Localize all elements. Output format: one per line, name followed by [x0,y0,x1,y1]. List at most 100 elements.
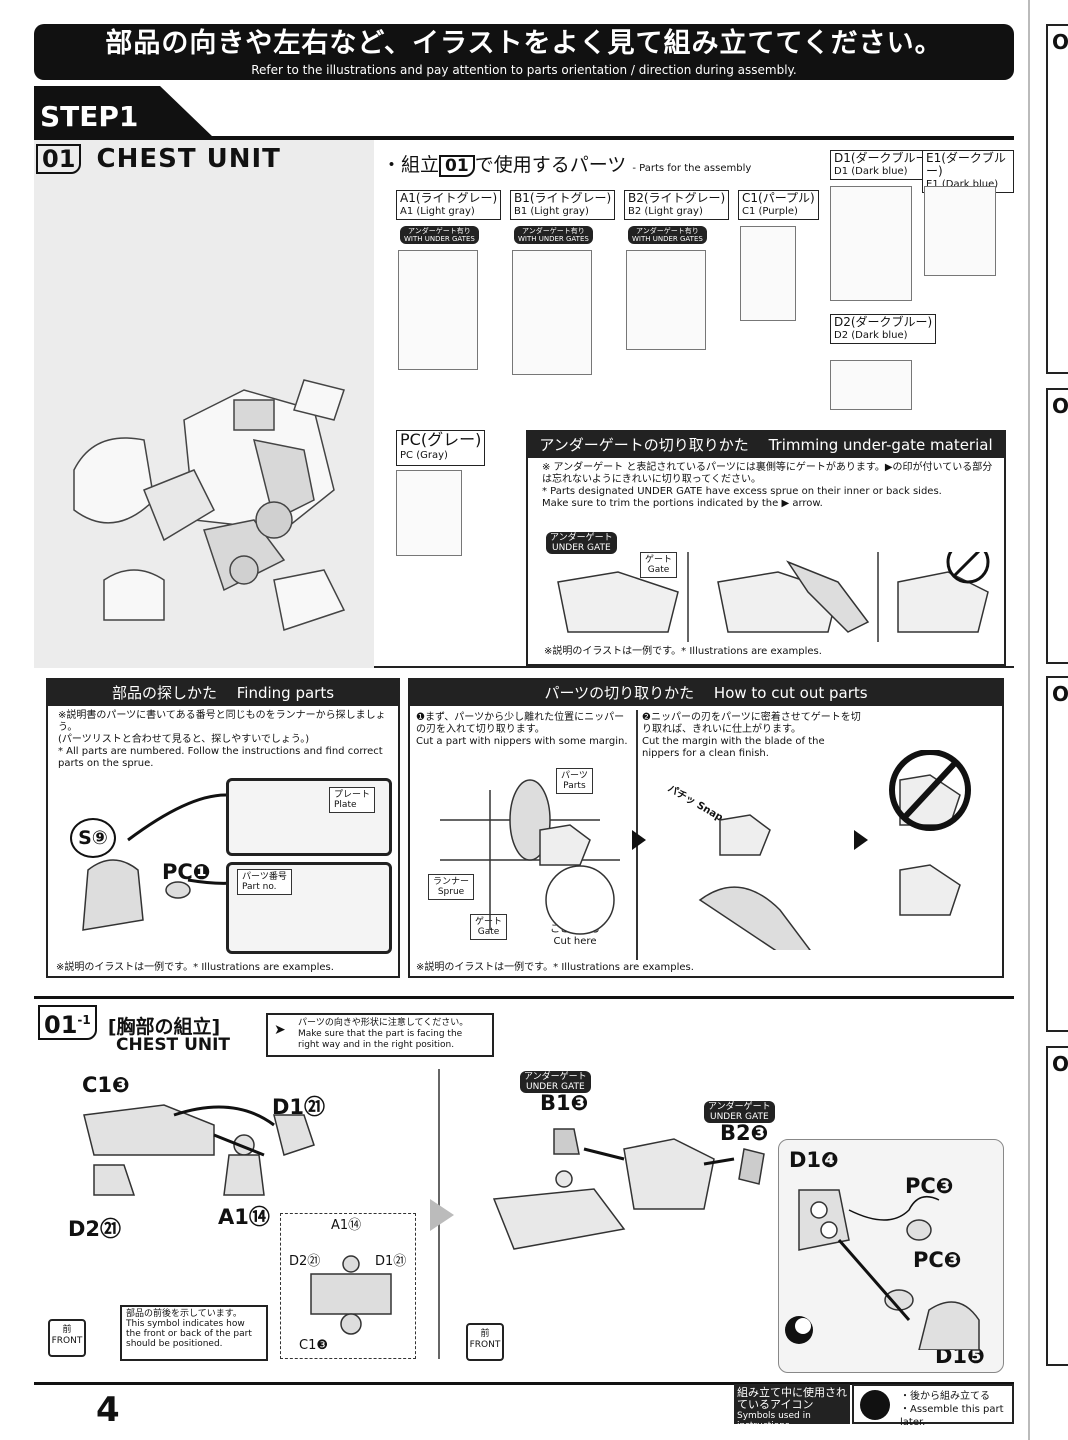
trimming-header-en: Trimming under-gate material [768,436,993,454]
finding-note-jp1: ※説明書のパーツに書いてある番号と同じものをランナーから探しましょう。 [58,710,386,733]
part-label-en: A1 (Light gray) [400,206,475,217]
part-label-a1: A1(ライトグレー) A1 (Light gray) [396,190,502,220]
finding-footnote: ※説明のイラストは一例です。* Illustrations are exampl… [56,962,334,973]
runner-en: Sprue [437,887,465,897]
cutting-header: パーツの切り取りかた How to cut out parts [410,680,1002,706]
part-label-jp: B2(ライトグレー) [628,191,726,205]
part-label-c1: C1(パープル) C1 (Purple) [738,190,819,220]
label-d1-4: D1❹ [789,1148,839,1172]
page-gutter [1028,0,1030,1440]
front-jp: 前 [62,1325,72,1335]
badge-jp: アンダーゲート [708,1102,771,1112]
step-num: 01 [44,1011,78,1039]
unit-title: CHEST UNIT [96,144,281,174]
badge-en: UNDER GATE [709,1112,769,1122]
gate-en: Gate [477,927,500,937]
sprue-b2 [626,250,706,350]
part-label-jp: D2(ダークブルー) [834,315,933,329]
parts-title-jp2: で使用するパーツ [474,154,627,176]
d1-subassembly: D1❹ PC❸ PC❸ D1❺ [778,1139,1004,1373]
step-01-1-section: 01-1 [胸部の組立] CHEST UNIT ➤ パーツの向きや形状に注意して… [34,996,1014,1380]
symbols-en: Symbols used in instructions [737,1411,811,1431]
part-label-en: B1 (Light gray) [514,206,589,217]
cut-step1-jp: ❶まず、パーツから少し離れた位置にニッパーの刃を入れて切り取ります。 [416,712,625,735]
chest-unit-illustration [73,379,346,631]
step-tab: STEP1 [34,86,214,138]
part-label-jp: C1(パープル) [742,191,815,205]
finding-header-jp: 部品の探しかた [111,684,217,702]
label-c1-3: C1❸ [82,1073,130,1097]
runner-jp: ランナー [433,877,470,887]
pc1-label: PC❶ [162,860,211,884]
sprue-d1 [830,186,912,301]
part-label-en: D1 (Dark blue) [834,166,908,177]
page-number: 4 [96,1390,120,1430]
sprue-a1 [398,250,478,370]
cuthere-en: Cut here [553,936,597,947]
inset-d2: D2㉑ [289,1254,321,1269]
label-b2-3: B2❸ [720,1121,769,1145]
partno-en: Part no. [242,882,277,892]
s9-label: S⑨ [70,818,116,858]
cut-step1: ❶まず、パーツから少し離れた位置にニッパーの刃を入れて切り取ります。 Cut a… [416,712,634,748]
inset-c1: C1❸ [299,1338,329,1353]
trimming-box: アンダーゲートの切り取りかた Trimming under-gate mater… [526,430,1006,666]
arrow-icon: ➤ [274,1022,286,1038]
part-label-d1: D1(ダークブルー) D1 (Dark blue) [830,150,937,180]
cutting-box: パーツの切り取りかた How to cut out parts ❶まず、パーツか… [408,678,1004,978]
part-label-jp: A1(ライトグレー) [400,191,498,205]
sprue-e1 [924,186,996,276]
next-page-panel-3: O [1046,676,1068,1032]
notice-jp: パーツの向きや形状に注意してください。 [298,1018,469,1028]
finding-note-en: * All parts are numbered. Follow the ins… [58,746,383,769]
prohibited-icon [946,552,990,584]
part-label-e1: E1(ダークブルー) E1 (Dark blue) [922,150,1014,193]
assemble-later-legend: ・後から組み立てる ・Assemble this part later. [852,1384,1014,1428]
cut-step2: ❷ニッパーの刃をパーツに密着させてゲートを切り取れば、きれいに仕上がります。 C… [642,712,862,760]
trimming-note-jp: ※ アンダーゲート と表記されているパーツには裏側等にゲートがあります。▶の印が… [542,462,993,485]
badge-jp: アンダーゲート有り [408,227,471,235]
step-title-jp: [胸部の組立] [107,1016,221,1038]
cutting-illustration [440,750,971,950]
label-pc3-a: PC❸ [905,1174,954,1198]
sprue-c1 [740,226,796,321]
cutting-header-en: How to cut out parts [713,684,868,702]
d1-subassembly-illustration [785,1189,980,1350]
part-label-en: C1 (Purple) [742,206,798,217]
plate-inset: プレート Plate [226,778,392,856]
plate-en: Plate [334,800,357,810]
label-pc3-b: PC❸ [913,1248,962,1272]
footer-rule [34,1382,1014,1385]
cut-step2-jp: ❷ニッパーの刃をパーツに密着させてゲートを切り取れば、きれいに仕上がります。 [642,712,861,735]
banner-jp: 部品の向きや左右など、イラストをよく見て組み立ててください。 [105,28,943,59]
top-view-inset: A1⑭ D2㉑ D1㉑ C1❸ [280,1213,416,1359]
front-icon: 前 FRONT [48,1319,86,1357]
part-label-en: E1 (Dark blue) [926,179,999,190]
part-label-jp: E1(ダークブルー) [926,151,1006,178]
trimming-illustration [557,552,990,642]
inset-a1: A1⑭ [331,1218,362,1233]
label-d2-21: D2㉑ [68,1217,122,1241]
unit-number: 01 [36,144,82,174]
trimming-note-en2: Make sure to trim the portions indicated… [542,498,823,509]
step-number: 01-1 [38,1005,97,1040]
finding-header-en: Finding parts [236,684,335,702]
part-label-b1: B1(ライトグレー) B1 (Light gray) [510,190,616,220]
sprue-b1 [512,250,592,375]
next-page-panel-2: O [1046,388,1068,664]
gate-jp: ゲート [645,555,673,565]
part-label-b2: B2(ライトグレー) B2 (Light gray) [624,190,730,220]
partno-callout: パーツ番号 Part no. [237,869,292,895]
part-label-en: B2 (Light gray) [628,206,703,217]
orientation-notice: ➤ パーツの向きや形状に注意してください。 Make sure that the… [266,1013,494,1057]
badge-en: UNDER GATE [525,1082,585,1092]
finding-note-jp2: (パーツリストと合わせて見ると、探しやすいでしょう。) [58,734,310,745]
part-label-en: PC (Gray) [400,450,448,461]
front-icon-2: 前 FRONT [466,1323,506,1363]
parts-title-num: 01 [439,155,475,177]
symbols-legend-label: 組み立て中に使用されているアイコン Symbols used in instru… [734,1384,850,1431]
parts-title-jp: ・組立 [382,154,440,176]
